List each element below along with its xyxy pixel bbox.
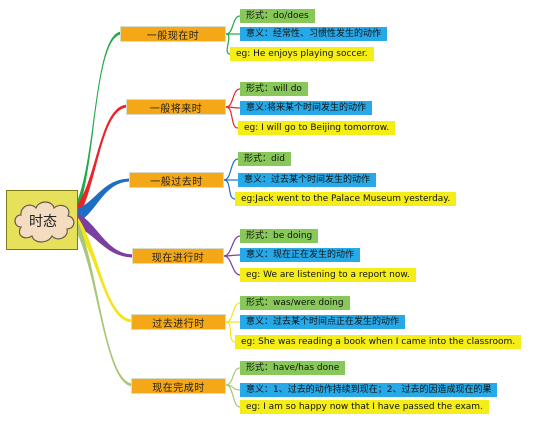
meaning-present-perfect: 意义：1、过去的动作持续到现在；2、过去的因造成现在的果 bbox=[240, 383, 498, 397]
example-simple-future: eg: I will go to Beijing tomorrow. bbox=[238, 121, 396, 135]
topic-simple-past[interactable]: 一般过去时 bbox=[129, 172, 224, 188]
topic-past-continuous[interactable]: 过去进行时 bbox=[131, 314, 226, 330]
topic-simple-present[interactable]: 一般现在时 bbox=[120, 26, 226, 42]
branch-curve bbox=[72, 211, 133, 387]
example-simple-present: eg: He enjoys playing soccer. bbox=[230, 47, 374, 61]
root-label: 时态 bbox=[29, 214, 57, 230]
form-present-continuous: 形式：be doing bbox=[240, 229, 319, 243]
leaf-connector bbox=[223, 255, 241, 276]
branch-curve bbox=[72, 178, 131, 225]
form-simple-present: 形式：do/does bbox=[240, 9, 315, 23]
leaf-connector bbox=[225, 88, 241, 108]
leaf-connector bbox=[223, 235, 241, 257]
branch-curve bbox=[72, 211, 133, 323]
example-past-continuous: eg: She was reading a book when I came i… bbox=[235, 335, 522, 349]
leaf-connector bbox=[225, 106, 239, 129]
leaf-connector bbox=[225, 384, 241, 408]
cloud-shape bbox=[14, 201, 75, 243]
form-past-continuous: 形式：was/were doing bbox=[240, 296, 350, 310]
form-simple-past: 形式：did bbox=[238, 152, 291, 166]
leaf-connector bbox=[225, 367, 241, 386]
form-simple-future: 形式：will do bbox=[240, 82, 308, 96]
topic-present-continuous[interactable]: 现在进行时 bbox=[132, 248, 224, 264]
leaf-connector bbox=[223, 158, 239, 181]
branch-curve bbox=[72, 211, 134, 258]
topic-present-perfect[interactable]: 现在完成时 bbox=[131, 378, 226, 394]
leaf-connector bbox=[225, 321, 236, 343]
root-node[interactable]: 时态 bbox=[6, 190, 78, 250]
example-simple-past: eg:Jack went to the Palace Museum yester… bbox=[235, 192, 457, 206]
example-present-continuous: eg: We are listening to a report now. bbox=[240, 268, 416, 282]
form-present-perfect: 形式：have/has done bbox=[240, 361, 346, 375]
meaning-past-continuous: 意义：过去某个时间点正在发生的动作 bbox=[240, 315, 406, 329]
leaf-connector bbox=[225, 302, 241, 323]
meaning-simple-present: 意义：经常性、习惯性发生的动作 bbox=[240, 27, 388, 41]
meaning-present-continuous: 意义：现在正在发生的动作 bbox=[240, 248, 361, 262]
leaf-connector bbox=[225, 15, 241, 35]
branch-curve bbox=[72, 31, 122, 225]
leaf-connector bbox=[223, 179, 236, 200]
topic-simple-future[interactable]: 一般将来时 bbox=[126, 99, 226, 115]
leaf-connector bbox=[225, 33, 231, 55]
meaning-simple-past: 意义：过去某个时间发生的动作 bbox=[238, 173, 377, 187]
branch-curve bbox=[72, 104, 128, 225]
example-present-perfect: eg: I am so happy now that I have passed… bbox=[240, 400, 489, 414]
meaning-simple-future: 意义:将来某个时间发生的动作 bbox=[240, 101, 373, 115]
